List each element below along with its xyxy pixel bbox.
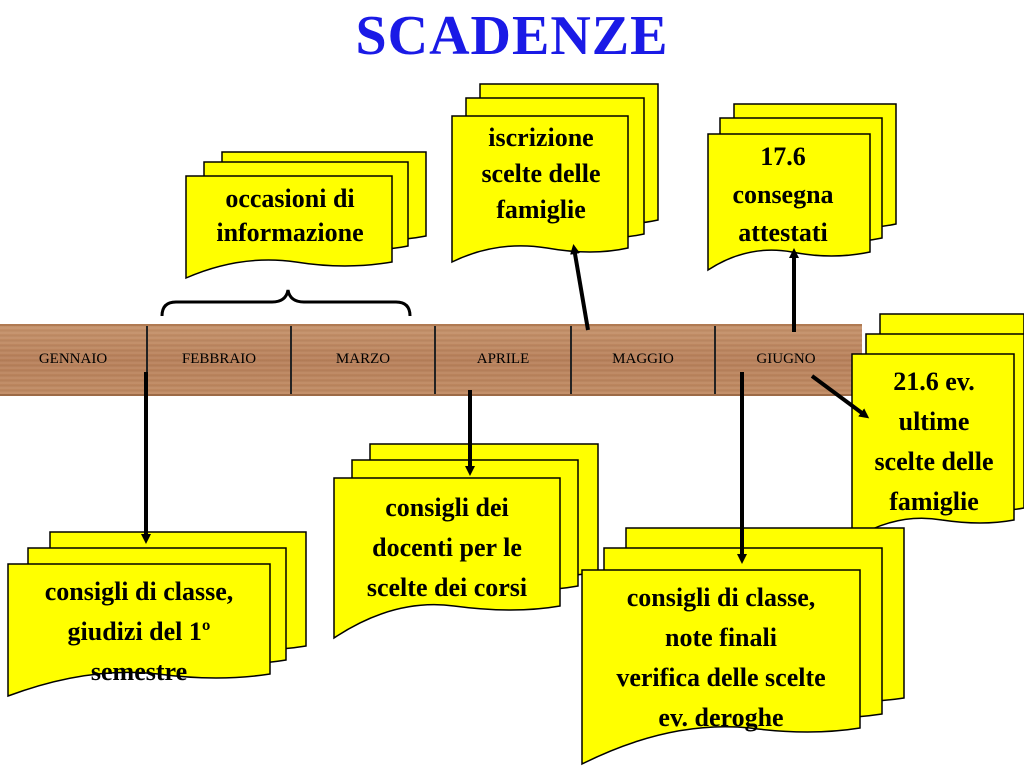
doc-stack-shape bbox=[333, 443, 599, 640]
page-title: SCADENZE bbox=[355, 5, 669, 67]
doc-consigli-classe-finali: consigli di classe, note finali verifica… bbox=[580, 527, 906, 766]
month-separator bbox=[714, 326, 716, 394]
month-separator bbox=[146, 326, 148, 394]
month-maggio: MAGGIO bbox=[612, 351, 674, 367]
brace bbox=[160, 289, 412, 317]
doc-stack-shape bbox=[185, 151, 427, 280]
doc-ultime-scelte: 21.6 ev. ultime scelte delle famiglie bbox=[851, 313, 1024, 546]
doc-stack-shape bbox=[451, 83, 659, 264]
doc-text: iscrizione scelte delle famiglie bbox=[481, 123, 601, 224]
doc-text: occasioni di informazione bbox=[216, 184, 364, 247]
month-separator bbox=[570, 326, 572, 394]
doc-text: consigli di classe, giudizi del 1º semes… bbox=[44, 577, 234, 686]
doc-iscrizione: iscrizione scelte delle famiglie bbox=[451, 83, 662, 264]
doc-consigli-classe-semestre: consigli di classe, giudizi del 1º semes… bbox=[7, 531, 308, 698]
doc-stack-shape bbox=[851, 313, 1024, 542]
month-giugno: GIUGNO bbox=[756, 351, 816, 367]
doc-text: consigli dei docenti per le scelte dei c… bbox=[366, 493, 528, 602]
arrow-ultime-scelte bbox=[810, 374, 870, 419]
doc-text: 17.6 consegna attestati bbox=[732, 142, 834, 247]
doc-stack-shape bbox=[7, 531, 307, 698]
month-aprile: APRILE bbox=[476, 351, 530, 367]
month-gennaio: GENNAIO bbox=[38, 351, 108, 367]
doc-consigli-docenti: consigli dei docenti per le scelte dei c… bbox=[333, 443, 600, 640]
month-febbraio: FEBBRAIO bbox=[181, 351, 257, 367]
doc-text: consigli di classe, note finali verifica… bbox=[616, 583, 826, 732]
doc-consegna-attestati: 17.6 consegna attestati bbox=[707, 103, 898, 272]
doc-text: 21.6 ev. ultime scelte delle famiglie bbox=[874, 367, 994, 516]
month-separator bbox=[290, 326, 292, 394]
timeline-bar: GENNAIO FEBBRAIO MARZO APRILE MAGGIO GIU… bbox=[0, 324, 862, 396]
doc-stack-shape bbox=[707, 103, 897, 272]
doc-occasioni-informazione: occasioni di informazione bbox=[185, 151, 428, 282]
month-marzo: MARZO bbox=[335, 351, 391, 367]
month-separator bbox=[434, 326, 436, 394]
arrow-iscrizione bbox=[570, 244, 590, 331]
doc-stack-shape bbox=[581, 527, 905, 766]
